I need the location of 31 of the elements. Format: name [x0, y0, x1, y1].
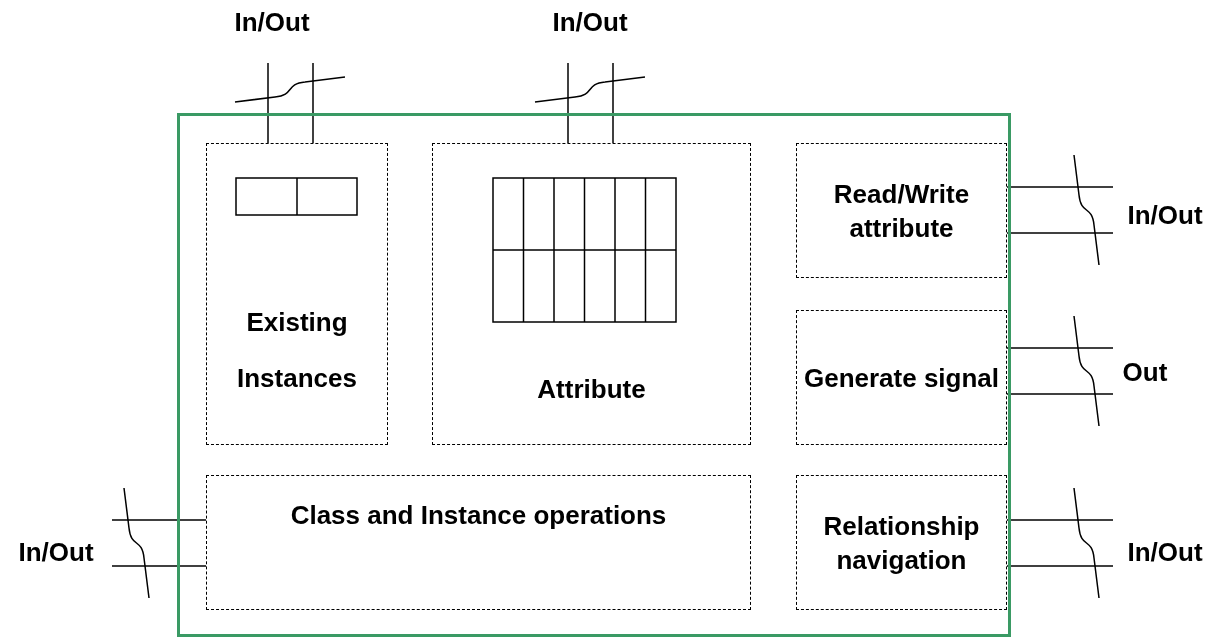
port-label: In/Out: [1127, 536, 1203, 568]
dashed-section: [796, 475, 1007, 610]
section-label: Read/Write attribute: [832, 177, 971, 245]
signal-line: [111, 565, 207, 567]
section-label: Existing Instances: [236, 306, 358, 395]
signal-line: [1006, 565, 1114, 567]
port-label: In/Out: [18, 536, 94, 568]
signal-line: [1006, 393, 1114, 395]
signal-line: [267, 62, 269, 144]
signal-line: [1006, 347, 1114, 349]
dashed-section: [206, 475, 751, 610]
section-label: Relationship navigation: [822, 509, 981, 577]
dashed-section: [796, 310, 1007, 445]
signal-line: [312, 62, 314, 144]
signal-line: [111, 519, 207, 521]
signal-line: [612, 62, 614, 144]
section-label: Attribute: [536, 373, 647, 406]
dashed-section: [432, 143, 751, 445]
port-label: In/Out: [234, 6, 310, 38]
port-label: In/Out: [1127, 199, 1203, 231]
signal-line: [567, 62, 569, 144]
signal-line: [1006, 232, 1114, 234]
signal-line: [1006, 519, 1114, 521]
dashed-section: [796, 143, 1007, 278]
dashed-section: [206, 143, 388, 445]
signal-line: [1006, 186, 1114, 188]
section-label: Class and Instance operations: [289, 499, 668, 532]
module-frame: [177, 113, 1011, 637]
port-label: Out: [1122, 356, 1168, 388]
port-label: In/Out: [552, 6, 628, 38]
section-label: Generate signal: [802, 361, 1001, 395]
